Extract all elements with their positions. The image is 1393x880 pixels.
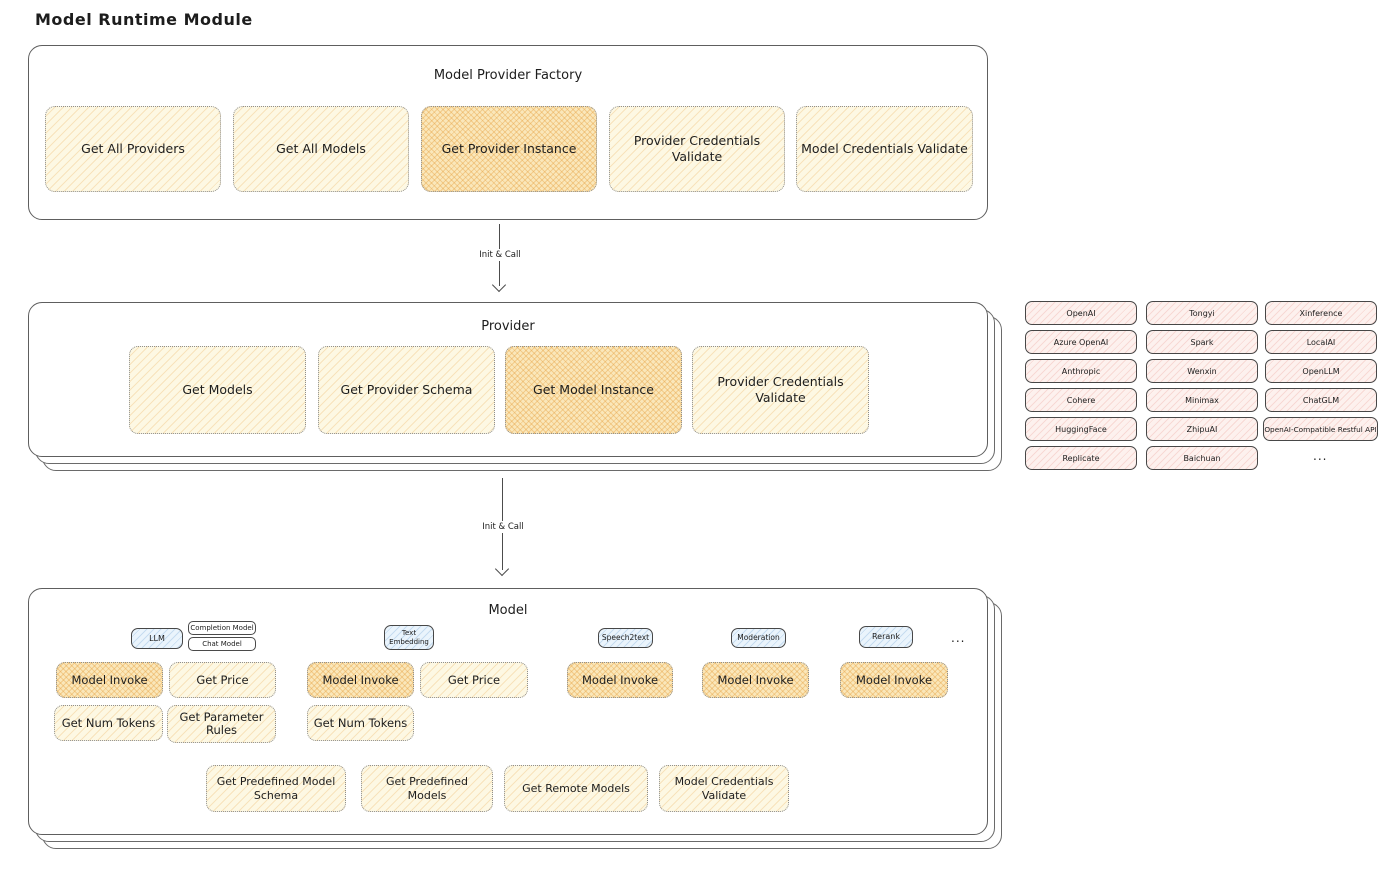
provider-item: Tongyi [1146,301,1258,325]
init-call-arrow-2-head-icon [494,561,510,577]
provider-section: Provider Get Models Get Provider Schema … [28,302,988,457]
factory-box-get-provider-instance: Get Provider Instance [421,106,597,192]
provider-title: Provider [481,319,535,334]
init-call-arrow-1-label: Init & Call [474,249,526,261]
get-num-tokens-box: Get Num Tokens [54,705,163,741]
provider-item: Wenxin [1146,359,1258,383]
get-price-box: Get Price [420,662,528,698]
factory-title: Model Provider Factory [433,68,583,83]
provider-item: OpenAI-Compatible Restful API [1263,417,1378,441]
provider-item: Minimax [1146,388,1258,412]
provider-box-get-models: Get Models [129,346,306,434]
providers-ellipsis: ... [1313,449,1328,463]
provider-item: Azure OpenAI [1025,330,1137,354]
provider-item: Anthropic [1025,359,1137,383]
provider-item: Baichuan [1146,446,1258,470]
model-invoke-box: Model Invoke [56,662,163,698]
page-title: Model Runtime Module [35,10,253,29]
get-predefined-model-schema-box: Get Predefined Model Schema [206,765,346,812]
get-price-box: Get Price [169,662,276,698]
init-call-arrow-2-label: Init & Call [477,521,529,533]
provider-item: ChatGLM [1265,388,1377,412]
tag-moderation: Moderation [731,628,786,648]
model-provider-factory-section: Model Provider Factory Get All Providers… [28,45,988,220]
tag-llm: LLM [131,628,183,649]
provider-box-provider-credentials-validate: Provider Credentials Validate [692,346,869,434]
provider-box-get-model-instance: Get Model Instance [505,346,682,434]
tag-completion-model: Completion Model [188,621,256,635]
provider-item: Spark [1146,330,1258,354]
provider-item: ZhipuAI [1146,417,1258,441]
get-num-tokens-box: Get Num Tokens [307,705,414,741]
factory-box-get-all-models: Get All Models [233,106,409,192]
provider-box-get-provider-schema: Get Provider Schema [318,346,495,434]
provider-item: OpenAI [1025,301,1137,325]
model-invoke-box: Model Invoke [307,662,414,698]
factory-box-get-all-providers: Get All Providers [45,106,221,192]
model-title: Model [488,603,528,618]
factory-box-provider-credentials-validate: Provider Credentials Validate [609,106,785,192]
tag-speech2text: Speech2text [598,628,653,648]
get-predefined-models-box: Get Predefined Models [361,765,493,812]
tag-text-embedding: Text Embedding [384,625,434,650]
get-remote-models-box: Get Remote Models [504,765,648,812]
tag-rerank: Rerank [859,626,913,648]
model-tags-ellipsis: ... [951,631,966,645]
model-invoke-box: Model Invoke [567,662,673,698]
provider-item: Xinference [1265,301,1377,325]
model-credentials-validate-box: Model Credentials Validate [659,765,789,812]
provider-item: LocalAI [1265,330,1377,354]
init-call-arrow-1-head-icon [491,277,507,293]
provider-item: Replicate [1025,446,1137,470]
model-invoke-box: Model Invoke [702,662,809,698]
provider-item: Cohere [1025,388,1137,412]
provider-item: HuggingFace [1025,417,1137,441]
provider-item: OpenLLM [1265,359,1377,383]
tag-chat-model: Chat Model [188,637,256,651]
model-invoke-box: Model Invoke [840,662,948,698]
get-parameter-rules-box: Get Parameter Rules [167,705,276,743]
model-section: Model LLM Completion Model Chat Model Te… [28,588,988,835]
factory-box-model-credentials-validate: Model Credentials Validate [796,106,973,192]
